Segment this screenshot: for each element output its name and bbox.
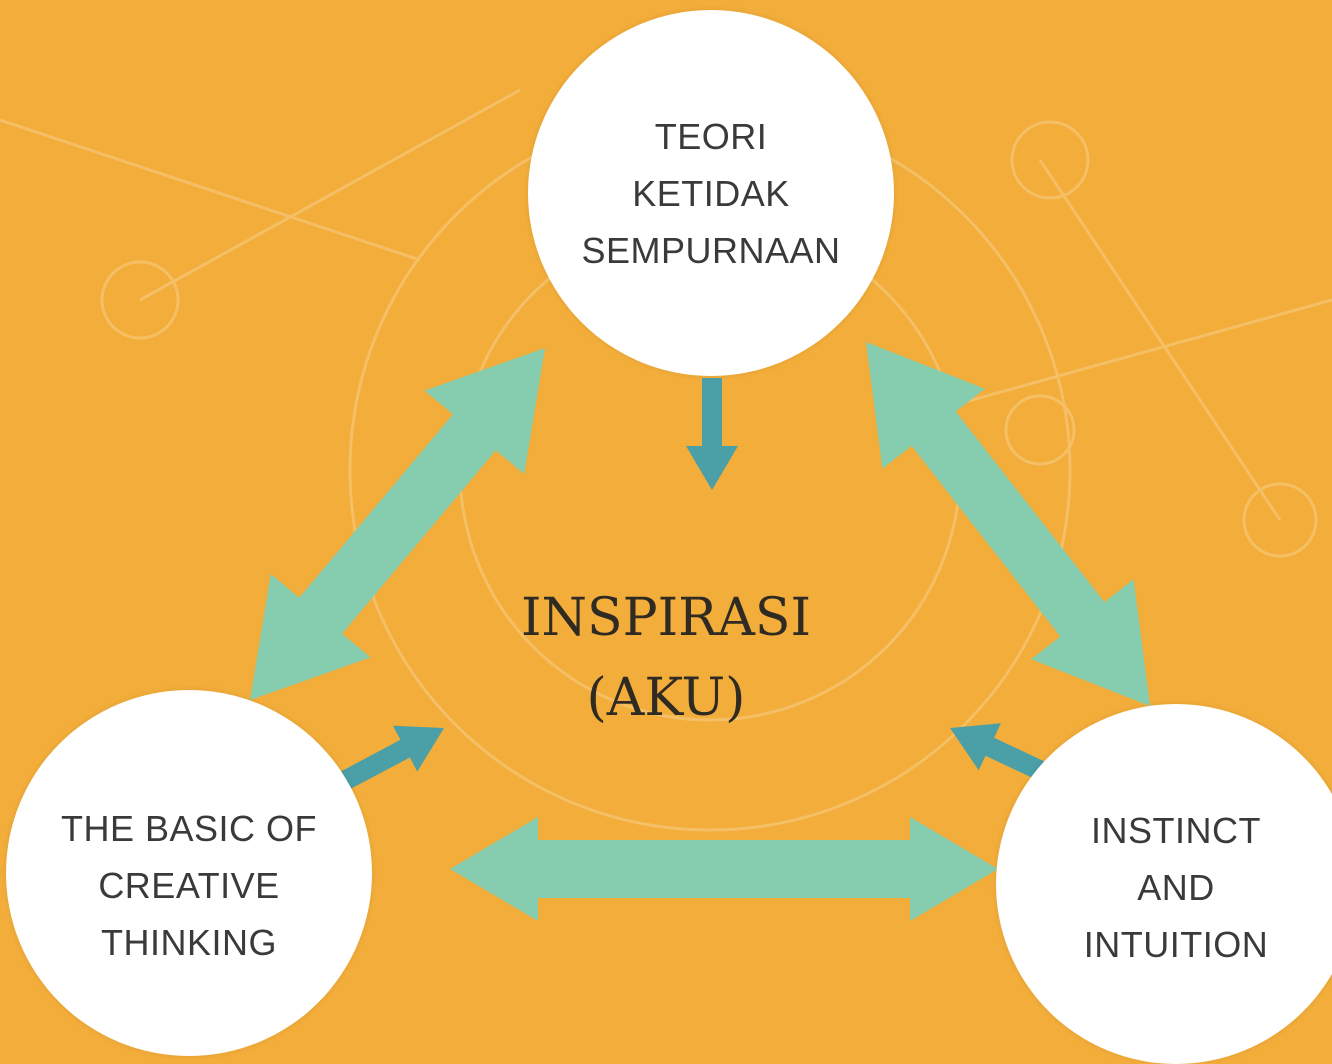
center-title: INSPIRASI (AKU) xyxy=(466,578,866,738)
single-arrow-right-in xyxy=(950,723,1061,787)
node-label-line: KETIDAK xyxy=(632,172,790,214)
double-arrow-bottom xyxy=(450,817,998,921)
double-arrow-top-left xyxy=(250,348,545,700)
node-label-line: INSTINCT xyxy=(1090,809,1261,851)
node-label-line: CREATIVE xyxy=(98,864,280,906)
node-label-line: THE BASIC OF xyxy=(60,807,318,849)
node-label-line: TEORI xyxy=(654,115,768,157)
node-basic-creative-thinking: THE BASIC OF CREATIVE THINKING xyxy=(6,690,372,1056)
node-label-line: INTUITION xyxy=(1083,923,1269,965)
single-arrow-left-in xyxy=(341,725,444,789)
double-arrow-top-right xyxy=(866,342,1150,706)
center-title-line: INSPIRASI xyxy=(520,588,812,648)
node-instinct-intuition: INSTINCT AND INTUITION xyxy=(996,704,1332,1064)
center-title-line: (AKU) xyxy=(586,668,746,728)
node-teori-ketidak-sempurnaan: TEORI KETIDAK SEMPURNAAN xyxy=(528,10,894,376)
node-label-line: SEMPURNAAN xyxy=(581,229,841,271)
single-arrow-top-down xyxy=(686,378,738,490)
node-label-line: THINKING xyxy=(100,921,277,963)
node-label-line: AND xyxy=(1137,866,1215,908)
arrows-layer xyxy=(250,342,1150,921)
